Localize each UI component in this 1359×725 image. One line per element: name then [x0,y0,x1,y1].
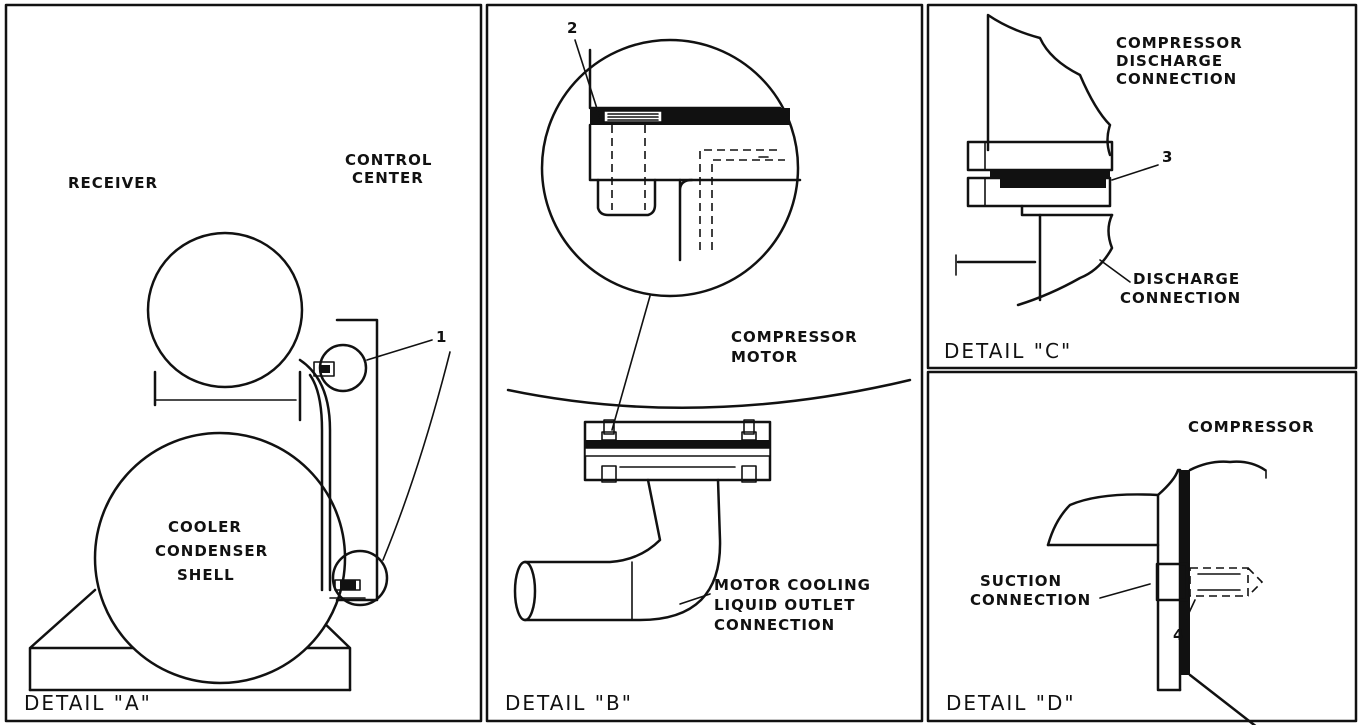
suction-label-2: CONNECTION [970,591,1091,609]
control-center-label-2: CENTER [352,169,424,187]
detail-a-drawing [28,231,451,692]
detail-a-caption: DETAIL "A" [24,691,152,715]
detail-c-caption: DETAIL "C" [944,339,1072,363]
compressor-motor-label-2: MOTOR [731,348,798,366]
callout-3: 3 [1162,148,1172,166]
callout-2: 2 [567,19,577,37]
shell-label-3: SHELL [177,566,235,584]
detail-c-labels: COMPRESSOR DISCHARGE CONNECTION 3 DISCHA… [944,34,1243,363]
shell-label-1: COOLER [168,518,242,536]
detail-b-labels: 2 COMPRESSOR MOTOR MOTOR COOLING LIQUID … [505,19,871,715]
discharge-top-label-2: DISCHARGE [1116,52,1223,70]
compressor-motor-label-1: COMPRESSOR [731,328,858,346]
discharge-top-label-1: COMPRESSOR [1116,34,1243,52]
detail-d-drawing [1046,460,1267,725]
discharge-bottom-label-2: CONNECTION [1120,289,1241,307]
compressor-label: COMPRESSOR [1188,418,1315,436]
panel-borders [4,3,1358,723]
discharge-top-label-3: CONNECTION [1116,70,1237,88]
shell-label-2: CONDENSER [155,542,268,560]
outlet-label-3: CONNECTION [714,616,835,634]
receiver-label: RECEIVER [68,174,158,192]
control-center-label-1: CONTROL [345,151,432,169]
outlet-label-1: MOTOR COOLING [714,576,871,594]
suction-label-1: SUCTION [980,572,1062,590]
outlet-label-2: LIQUID OUTLET [714,596,856,614]
detail-c-drawing [955,13,1159,307]
detail-b-drawing [506,38,912,622]
callout-4: 4 [1173,626,1183,644]
detail-a-labels: RECEIVER CONTROL CENTER 1 COOLER CONDENS… [24,151,446,715]
callout-1: 1 [436,328,446,346]
detail-d-labels: COMPRESSOR SUCTION CONNECTION 4 DETAIL "… [946,418,1315,715]
detail-d-caption: DETAIL "D" [946,691,1076,715]
discharge-bottom-label-1: DISCHARGE [1133,270,1240,288]
detail-b-caption: DETAIL "B" [505,691,633,715]
